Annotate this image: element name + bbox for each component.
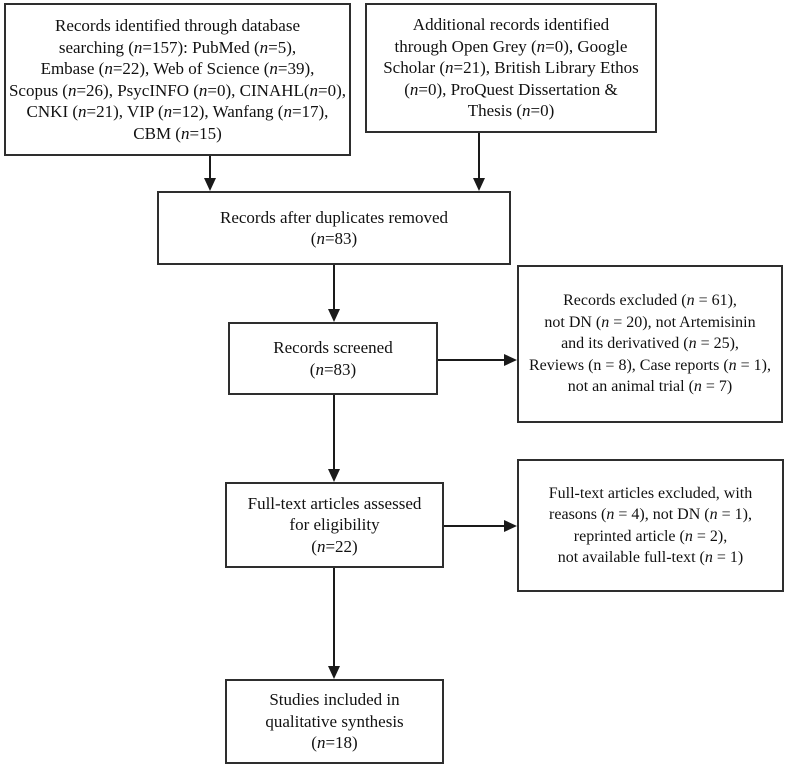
text-line: for eligibility bbox=[289, 515, 380, 535]
text-line: CBM (n=15) bbox=[133, 123, 222, 143]
arrow-shaft bbox=[209, 156, 211, 180]
arrowhead-down-icon bbox=[328, 666, 340, 679]
text-line: Full-text articles assessed bbox=[247, 493, 422, 513]
text-line: (n=83) bbox=[310, 229, 358, 248]
text-line: reasons (n = 4), not DN (n = 1), bbox=[549, 506, 752, 523]
arrow-shaft bbox=[444, 525, 506, 527]
text-line: not DN (n = 20), not Artemisinin bbox=[544, 313, 756, 331]
text-line: Scopus (n=26), PsycINFO (n=0), CINAHL(n=… bbox=[8, 80, 347, 100]
text-line: and its derivatived (n = 25), bbox=[561, 335, 739, 353]
text-line: (n=22) bbox=[311, 536, 358, 556]
text-line: Records excluded (n = 61), bbox=[563, 292, 737, 310]
arrow-duplicates-to-screened bbox=[328, 265, 340, 322]
text-line: (n=0), ProQuest Dissertation & bbox=[404, 79, 618, 99]
text-line: reprinted article (n = 2), bbox=[573, 527, 728, 545]
text-line: Thesis (n=0) bbox=[467, 101, 555, 121]
text-line: not available full-text (n = 1) bbox=[557, 549, 744, 566]
arrowhead-down-icon bbox=[473, 178, 485, 191]
text-line: Records identified through database bbox=[54, 16, 300, 35]
arrow-shaft bbox=[438, 359, 506, 361]
text-line: Scholar (n=21), British Library Ethos bbox=[383, 58, 639, 78]
text-line: searching (n=157): PubMed (n=5), bbox=[58, 37, 297, 57]
box-records-after-duplicates-removed: Records after duplicates removed (n=83) bbox=[157, 191, 511, 265]
arrow-shaft bbox=[478, 133, 480, 180]
arrowhead-down-icon bbox=[328, 309, 340, 322]
text-line: Studies included in bbox=[269, 690, 400, 710]
text-line: Full-text articles excluded, with bbox=[548, 484, 753, 502]
text-line: qualitative synthesis bbox=[265, 711, 404, 731]
text-line: Additional records identified bbox=[412, 15, 610, 35]
text-line: Records screened bbox=[273, 338, 393, 357]
text-line: not an animal trial (n = 7) bbox=[567, 378, 733, 396]
text-line: CNKI (n=21), VIP (n=12), Wanfang (n=17), bbox=[26, 102, 329, 121]
text-line: Reviews (n = 8), Case reports (n = 1), bbox=[529, 356, 771, 374]
arrow-shaft bbox=[333, 568, 335, 668]
arrow-database-to-duplicates bbox=[204, 156, 216, 191]
box-fulltext-excluded: Full-text articles excluded, with reasons… bbox=[517, 459, 784, 592]
arrowhead-down-icon bbox=[204, 178, 216, 191]
box-records-excluded: Records excluded (n = 61), not DN (n = 20… bbox=[517, 265, 783, 423]
arrow-additional-to-duplicates bbox=[473, 133, 485, 191]
arrow-shaft bbox=[333, 395, 335, 471]
arrow-assessed-to-included bbox=[328, 568, 340, 679]
arrow-screened-to-assessed bbox=[328, 395, 340, 482]
text-line: (n=83) bbox=[309, 359, 357, 379]
text-line: Embase (n=22), Web of Science (n=39), bbox=[40, 59, 315, 78]
arrowhead-down-icon bbox=[328, 469, 340, 482]
box-records-screened: Records screened (n=83) bbox=[228, 322, 438, 395]
text-line: Records after duplicates removed bbox=[220, 207, 448, 227]
text-line: (n=18) bbox=[311, 733, 358, 753]
text-line: through Open Grey (n=0), Google bbox=[394, 36, 628, 56]
arrowhead-right-icon bbox=[504, 520, 517, 532]
box-records-identified-database: Records identified through database searc… bbox=[4, 3, 351, 156]
arrowhead-right-icon bbox=[504, 354, 517, 366]
arrow-assessed-to-excluded bbox=[444, 520, 517, 532]
arrow-screened-to-excluded bbox=[438, 354, 517, 366]
arrow-shaft bbox=[333, 265, 335, 311]
